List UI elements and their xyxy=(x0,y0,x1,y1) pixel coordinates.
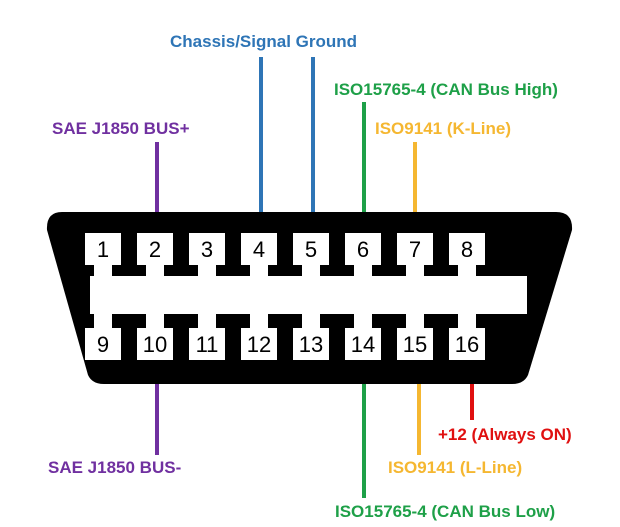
pin-13-number: 13 xyxy=(299,332,323,357)
pin-16-number: 16 xyxy=(455,332,479,357)
pin-15: 15 xyxy=(397,314,433,360)
label-can-bus-high: ISO15765-4 (CAN Bus High) xyxy=(334,80,558,99)
connector-cavity xyxy=(90,276,527,314)
pin-2-number: 2 xyxy=(149,237,161,262)
pin-11-slot xyxy=(189,328,225,360)
label-chassis-signal-ground: Chassis/Signal Ground xyxy=(170,32,358,51)
pin-6: 6 xyxy=(345,233,381,277)
pin-16: 16 xyxy=(449,314,485,360)
pin-6-number: 6 xyxy=(357,237,369,262)
pin-12: 12 xyxy=(241,314,277,360)
pin-9: 9 xyxy=(85,314,121,360)
label-j1850-bus-minus: SAE J1850 BUS- xyxy=(48,458,182,477)
pin-5-notch xyxy=(302,263,320,277)
pin-10-slot xyxy=(137,328,173,360)
pin-8-notch xyxy=(458,263,476,277)
pin-14-number: 14 xyxy=(351,332,375,357)
pin-8-number: 8 xyxy=(461,237,473,262)
pin-11-number: 11 xyxy=(196,332,219,357)
pin-15-number: 15 xyxy=(403,332,427,357)
pin-15-slot xyxy=(397,328,433,360)
pin-11: 11 xyxy=(189,314,225,360)
pin-12-number: 12 xyxy=(247,332,271,357)
pin-14-notch xyxy=(354,314,372,328)
pin-2: 2 xyxy=(137,233,173,277)
pin-4-number: 4 xyxy=(253,237,265,262)
pin-13-notch xyxy=(302,314,320,328)
pin-14-slot xyxy=(345,328,381,360)
pin-15-notch xyxy=(406,314,424,328)
pin-10-number: 10 xyxy=(143,332,167,357)
pin-9-notch xyxy=(94,314,112,328)
top-pin-row: 1 2 3 4 5 6 7 8 xyxy=(85,233,485,277)
pin-2-notch xyxy=(146,263,164,277)
pin-14: 14 xyxy=(345,314,381,360)
label-iso9141-l-line: ISO9141 (L-Line) xyxy=(388,458,523,477)
pin-9-number: 9 xyxy=(97,332,109,357)
label-power-always-on: +12 (Always ON) xyxy=(438,425,572,444)
pin-7-slot xyxy=(397,233,433,265)
pin-7-notch xyxy=(406,263,424,277)
pin-3-slot xyxy=(189,233,225,265)
pin-4-notch xyxy=(250,263,268,277)
pin-6-notch xyxy=(354,263,372,277)
pin-11-notch xyxy=(198,314,216,328)
pin-1: 1 xyxy=(85,233,121,277)
pin-12-slot xyxy=(241,328,277,360)
label-can-bus-low: ISO15765-4 (CAN Bus Low) xyxy=(335,502,556,521)
pin-3: 3 xyxy=(189,233,225,277)
pin-10: 10 xyxy=(137,314,173,360)
pin-5-slot xyxy=(293,233,329,265)
pin-13-slot xyxy=(293,328,329,360)
pin-7: 7 xyxy=(397,233,433,277)
pin-16-notch xyxy=(458,314,476,328)
pin-13: 13 xyxy=(293,314,329,360)
pin-16-slot xyxy=(449,328,485,360)
pin-3-notch xyxy=(198,263,216,277)
pin-10-notch xyxy=(146,314,164,328)
pin-4: 4 xyxy=(241,233,277,277)
bottom-pin-row: 9 10 11 12 13 14 15 16 xyxy=(85,314,485,360)
pin-8-slot xyxy=(449,233,485,265)
pin-4-slot xyxy=(241,233,277,265)
pin-1-number: 1 xyxy=(97,237,109,262)
label-iso9141-k-line: ISO9141 (K-Line) xyxy=(375,119,512,138)
pin-3-number: 3 xyxy=(201,237,213,262)
pin-6-slot xyxy=(345,233,381,265)
pin-9-slot xyxy=(85,328,121,360)
pin-2-slot xyxy=(137,233,173,265)
pin-1-slot xyxy=(85,233,121,265)
pin-12-notch xyxy=(250,314,268,328)
pin-7-number: 7 xyxy=(409,237,421,262)
label-j1850-bus-plus: SAE J1850 BUS+ xyxy=(52,119,190,138)
pin-5: 5 xyxy=(293,233,329,277)
pin-8: 8 xyxy=(449,233,485,277)
pin-5-number: 5 xyxy=(305,237,317,262)
pin-1-notch xyxy=(94,263,112,277)
